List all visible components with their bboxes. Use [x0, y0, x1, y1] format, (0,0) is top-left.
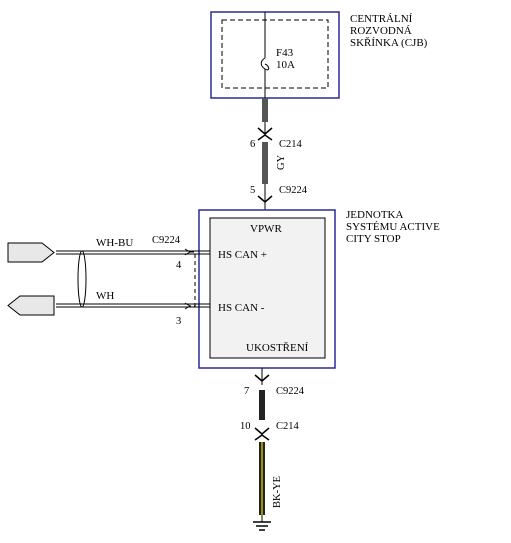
off-page-connector-can-low[interactable]: [7, 295, 55, 316]
connector-top-name-lower: C9224: [279, 185, 308, 196]
can-low-wire-color: WH: [96, 290, 114, 302]
module-title-line2: SYSTÉMU ACTIVE: [346, 221, 440, 233]
connector-top-pin-upper: 6: [250, 139, 255, 150]
connector-bottom-name-lower: C214: [276, 421, 300, 432]
can-pin-high: 4: [176, 260, 182, 271]
connector-c9224-bottom-symbol: [254, 374, 270, 382]
module-inner-box: [209, 217, 326, 359]
module-title-line1: JEDNOTKA: [346, 209, 403, 221]
module-can-low-label: HS CAN -: [218, 302, 265, 314]
cjb-box: [210, 11, 340, 99]
module-title-line3: CITY STOP: [346, 233, 401, 245]
connector-top-pin-lower: 5: [250, 185, 255, 196]
cjb-title-line3: SKŘÍNKA (CJB): [350, 37, 428, 49]
cjb-inner-dashed: [221, 19, 329, 89]
can-high-wire-color: WH-BU: [96, 237, 133, 249]
module-power-label: VPWR: [250, 223, 282, 235]
fuse-id: F43: [276, 47, 294, 59]
cjb-title-line2: ROZVODNÁ: [350, 25, 412, 37]
module-box: [198, 209, 336, 369]
off-page-connector-can-high[interactable]: [7, 242, 55, 263]
wire-gy-color-label: GY: [276, 154, 287, 170]
module-ground-label: UKOSTŘENÍ: [246, 342, 309, 354]
twisted-pair-symbol: [77, 250, 87, 308]
connector-bottom-name-upper: C9224: [276, 386, 305, 397]
connector-top-name-upper: C214: [279, 139, 303, 150]
connector-bottom-pin-lower: 10: [240, 421, 251, 432]
ground-icon: [253, 521, 271, 531]
module-can-high-label: HS CAN +: [218, 249, 267, 261]
connector-c214-bottom-symbol: [254, 427, 270, 435]
fuse-rating: 10A: [276, 59, 295, 71]
cjb-title-line1: CENTRÁLNÍ: [350, 13, 413, 25]
connector-bottom-pin-upper: 7: [244, 386, 249, 397]
wire-bk-ye-color-label: BK-YE: [272, 476, 283, 508]
can-connector-name: C9224: [152, 235, 181, 246]
can-pin-low: 3: [176, 316, 181, 327]
fuse-symbol: [260, 57, 270, 71]
can-connector-bracket: [190, 251, 196, 307]
